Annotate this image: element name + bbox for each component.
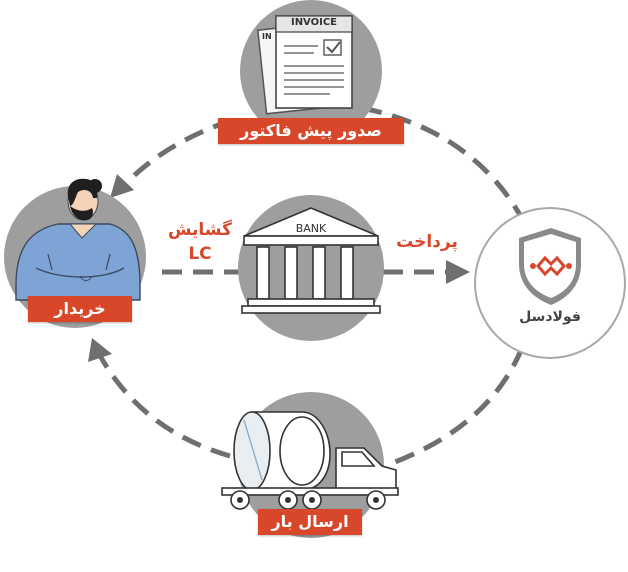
bank-sign: BANK xyxy=(296,222,327,235)
arrowhead-seller-left xyxy=(446,260,470,284)
cycle-arrows xyxy=(95,105,525,465)
seller-node xyxy=(474,207,626,359)
bank-node: BANK xyxy=(238,195,384,341)
invoice-label: صدور پیش فاکتور xyxy=(218,118,404,144)
invoice-doc-letter: IN xyxy=(262,32,272,41)
arrowhead-buyer-top xyxy=(110,174,134,198)
seller-brand: فولادسل xyxy=(519,309,581,325)
lc-label-line2: LC xyxy=(188,244,212,264)
shipping-label: ارسال بار xyxy=(258,509,362,535)
bank-building-icon xyxy=(241,207,381,314)
arrowhead-buyer-bottom xyxy=(88,338,112,362)
arrow-shipping-to-buyer xyxy=(95,350,231,459)
payment-label: پرداخت xyxy=(396,232,458,252)
lc-label-line1: گشایش xyxy=(168,220,232,240)
shipping-node xyxy=(221,392,399,538)
buyer-label: خریدار xyxy=(28,296,132,322)
shield-logo-icon xyxy=(519,228,581,305)
truck-pipe-icon xyxy=(221,411,399,510)
buyer-person-icon xyxy=(15,178,141,301)
invoice-node xyxy=(240,0,382,142)
arrow-invoice-to-seller xyxy=(361,105,523,217)
arrow-heads xyxy=(88,174,470,362)
arrow-seller-to-shipping xyxy=(394,347,525,465)
invoice-document-icon xyxy=(256,15,353,115)
buyer-node xyxy=(4,178,146,328)
arrow-invoice-to-buyer xyxy=(120,117,233,190)
invoice-doc-title: INVOICE xyxy=(290,17,338,28)
